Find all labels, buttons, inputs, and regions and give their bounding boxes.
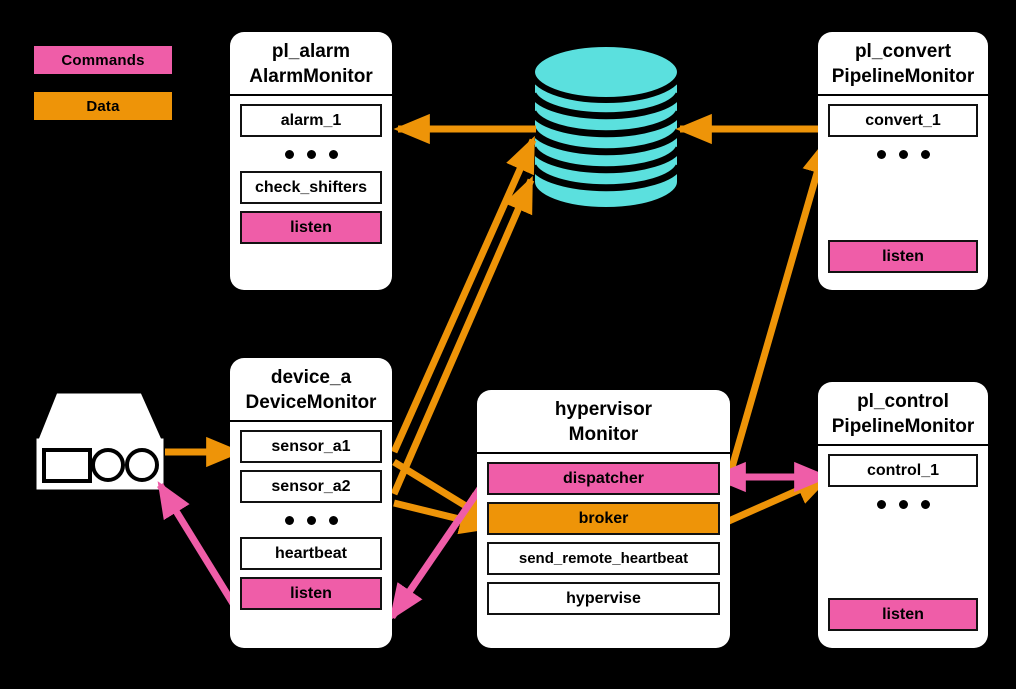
slot-dispatcher[interactable]: dispatcher xyxy=(487,462,720,495)
ellipsis-pl-convert xyxy=(828,150,978,159)
node-hypervisor-title-line2: Monitor xyxy=(568,424,639,445)
node-hypervisor-title: hypervisor Monitor xyxy=(477,390,730,454)
slot-pl-alarm-listen[interactable]: listen xyxy=(240,211,382,244)
node-pl-control-title-line2: PipelineMonitor xyxy=(831,416,975,437)
legend-data-chip: Data xyxy=(34,92,172,120)
node-pl-control[interactable]: pl_control PipelineMonitor control_1 lis… xyxy=(818,382,988,648)
slot-control-1[interactable]: control_1 xyxy=(828,454,978,487)
node-device-a[interactable]: device_a DeviceMonitor sensor_a1 sensor_… xyxy=(230,358,392,648)
node-pl-alarm-title-line1: pl_alarm xyxy=(271,41,351,62)
node-pl-convert[interactable]: pl_convert PipelineMonitor convert_1 lis… xyxy=(818,32,988,290)
slot-convert-1[interactable]: convert_1 xyxy=(828,104,978,137)
node-hypervisor-title-line1: hypervisor xyxy=(554,399,653,420)
node-hypervisor[interactable]: hypervisor Monitor dispatcher broker sen… xyxy=(477,390,730,648)
slot-pl-convert-listen[interactable]: listen xyxy=(828,240,978,273)
slot-heartbeat[interactable]: heartbeat xyxy=(240,537,382,570)
legend-commands-label: Commands xyxy=(61,51,145,69)
database-cylinder-icon xyxy=(529,41,683,213)
ellipsis-pl-control xyxy=(828,500,978,509)
spacer-pl-convert xyxy=(828,171,978,240)
slot-device-a-listen[interactable]: listen xyxy=(240,577,382,610)
slot-pl-control-listen[interactable]: listen xyxy=(828,598,978,631)
node-pl-alarm-title-line2: AlarmMonitor xyxy=(249,66,373,87)
node-pl-control-title-line1: pl_control xyxy=(857,391,949,412)
node-pl-control-title: pl_control PipelineMonitor xyxy=(818,382,988,446)
slot-check-shifters[interactable]: check_shifters xyxy=(240,171,382,204)
slot-sensor-a2[interactable]: sensor_a2 xyxy=(240,470,382,503)
slot-alarm-1[interactable]: alarm_1 xyxy=(240,104,382,137)
ellipsis-device-a xyxy=(240,516,382,525)
node-device-a-title: device_a DeviceMonitor xyxy=(230,358,392,422)
node-pl-convert-title-line2: PipelineMonitor xyxy=(831,66,975,87)
node-pl-convert-title: pl_convert PipelineMonitor xyxy=(818,32,988,96)
slot-send-remote-heartbeat[interactable]: send_remote_heartbeat xyxy=(487,542,720,575)
node-pl-convert-title-line1: pl_convert xyxy=(854,41,952,62)
physical-device-icon xyxy=(36,393,164,490)
ellipsis-pl-alarm xyxy=(240,150,382,159)
spacer-pl-control xyxy=(828,521,978,598)
legend-commands-chip: Commands xyxy=(34,46,172,74)
slot-broker[interactable]: broker xyxy=(487,502,720,535)
node-pl-alarm[interactable]: pl_alarm AlarmMonitor alarm_1 check_shif… xyxy=(230,32,392,290)
slot-sensor-a1[interactable]: sensor_a1 xyxy=(240,430,382,463)
legend-data-label: Data xyxy=(86,97,120,115)
node-device-a-title-line1: device_a xyxy=(270,367,352,388)
node-device-a-title-line2: DeviceMonitor xyxy=(245,392,377,413)
slot-hypervise[interactable]: hypervise xyxy=(487,582,720,615)
node-pl-alarm-title: pl_alarm AlarmMonitor xyxy=(230,32,392,96)
